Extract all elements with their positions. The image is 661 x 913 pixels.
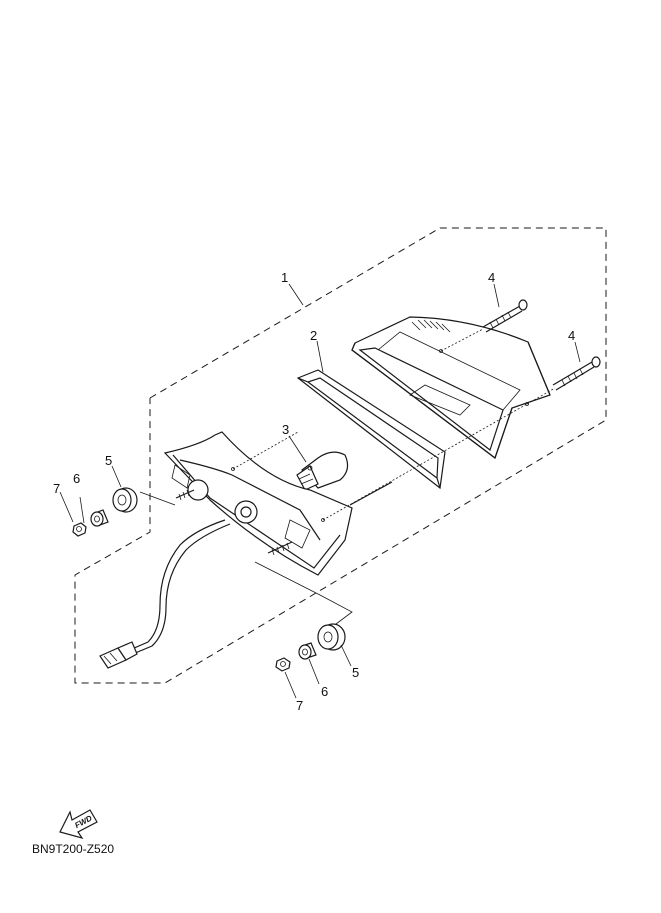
callout-part-2: 2 [310,328,317,343]
callout-leaders [59,283,581,699]
callout-part-4-upper: 4 [488,270,495,285]
nut-left [72,522,87,537]
fwd-arrow-icon: FWD [59,809,98,840]
housing-studs [175,489,293,556]
grommet-right [317,623,346,651]
collar-right [298,642,317,660]
callout-part-6-right: 6 [321,684,328,699]
grommet-left [112,487,138,513]
lens-cover [351,316,551,459]
callout-part-7-left: 7 [53,481,60,496]
bulb [296,451,349,491]
callout-part-6-left: 6 [73,471,80,486]
lens-ribs [411,319,451,333]
alignment-lines [232,328,556,521]
callout-part-3: 3 [282,422,289,437]
callout-part-5-left: 5 [105,453,112,468]
housing [163,431,353,576]
callout-part-4-lower: 4 [568,328,575,343]
wire-harness [99,519,231,669]
callout-part-5-right: 5 [352,665,359,680]
gasket [296,369,446,490]
callout-part-7-right: 7 [296,698,303,713]
screw-lower [552,356,601,391]
nut-right [275,657,291,672]
callout-part-1: 1 [281,270,288,285]
diagram-code: BN9T200-Z520 [32,842,114,856]
left-hardware-leader [139,491,176,506]
screw-upper [482,299,528,333]
right-hardware-leader [254,561,353,625]
collar-left [90,509,109,527]
